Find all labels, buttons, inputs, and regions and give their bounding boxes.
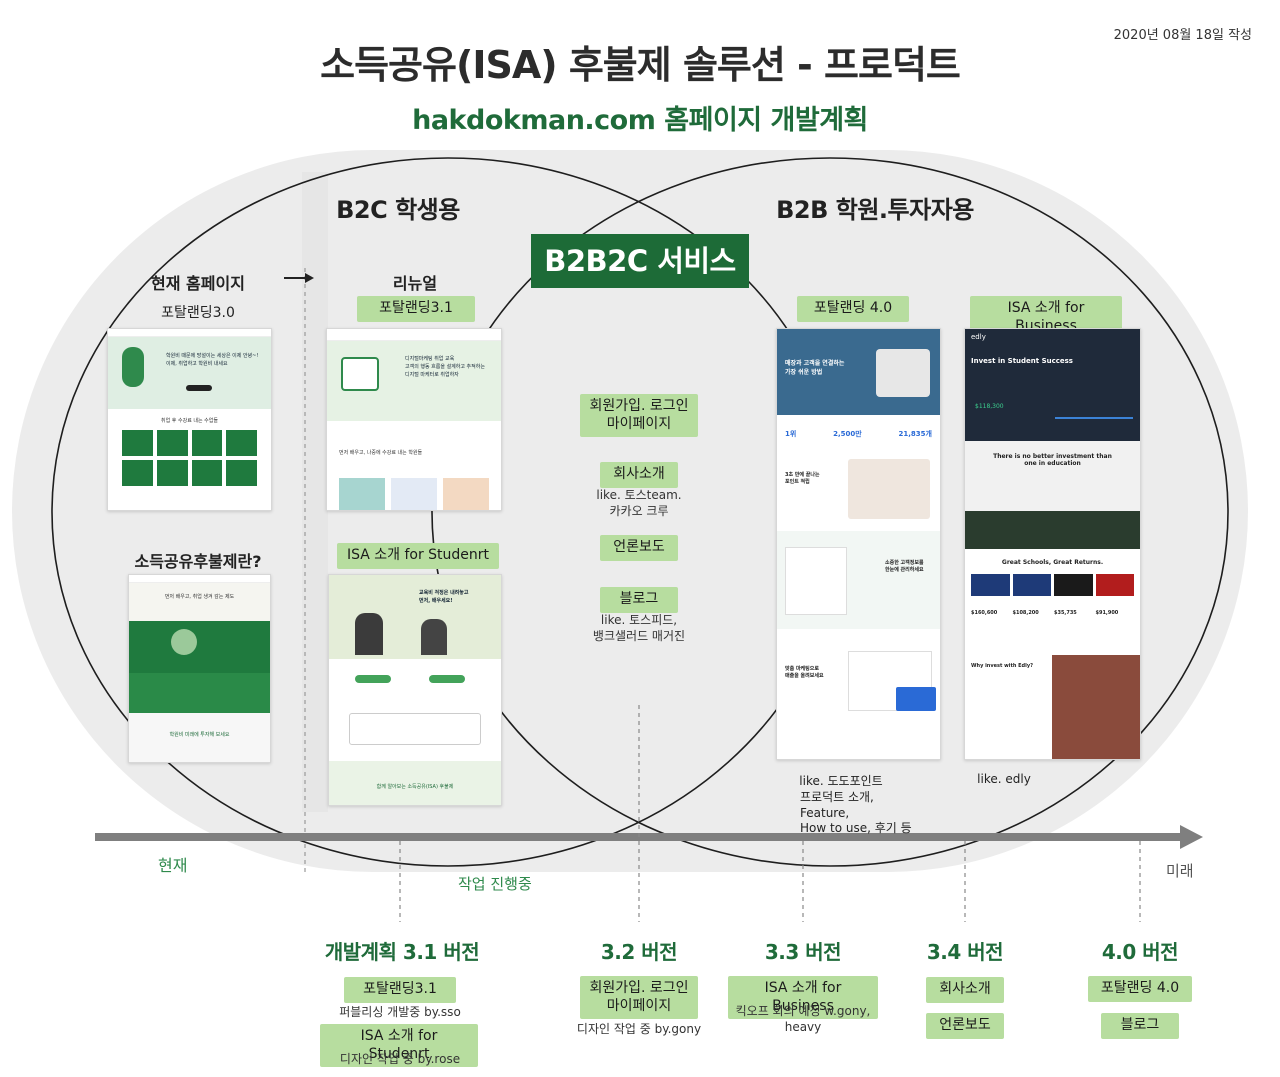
isa-question-screenshot: 먼저 배우고, 취업 생겨 갚는 제도 학원비 미래에 투자해 보세요 xyxy=(128,574,271,763)
current-area-shade xyxy=(302,172,328,812)
edly-stat: $118,300 xyxy=(975,403,1004,410)
timeline-arrow xyxy=(95,825,1203,849)
version-33-pill: ISA 소개 for Business xyxy=(728,976,878,1019)
isa-question-label: 소득공유후불제란? xyxy=(134,552,262,571)
isa-shot-headline: 교육비 걱정은 내려놓고 먼저, 배우세요! xyxy=(419,590,469,604)
edly-headline: Invest in Student Success xyxy=(971,357,1073,365)
dodo-note: like. 도도포인트 xyxy=(799,774,883,788)
company-pill: 회사소개 xyxy=(600,462,678,488)
current-homepage-screenshot: 학원비 때문에 망설이는 세상은 이제 안녕~! 이제, 취업하고 학원비 내세… xyxy=(107,328,272,511)
company-note: like. 토스team. 카카오 크루 xyxy=(596,488,682,518)
renewal-pill: 포탈랜딩3.1 xyxy=(357,296,475,322)
dodo-stat-1: 1위 xyxy=(785,430,797,438)
isa-student-screenshot: 교육비 걱정은 내려놓고 먼저, 배우세요! 함께 알아보는 소득공유(ISA)… xyxy=(328,574,502,806)
edly-mid: There is no better investment than one i… xyxy=(965,441,1140,511)
page-subtitle: hakdokman.com 홈페이지 개발계획 xyxy=(412,105,868,136)
edly-price-3: $35,735 xyxy=(1054,610,1077,616)
version-34-pill-1: 회사소개 xyxy=(926,977,1004,1003)
timeline-now: 현재 xyxy=(158,856,188,875)
isa-shot-footer: 함께 알아보는 소득공유(ISA) 후불제 xyxy=(329,761,501,805)
edly-price-1: $160,600 xyxy=(971,610,998,616)
dodo-desc: 프로덕트 소개, Feature, How to use, 후기 등 xyxy=(800,790,912,836)
edly-note: like. edly xyxy=(977,772,1031,786)
signup-pill: 회원가입. 로그인 마이페이지 xyxy=(580,394,698,437)
current-homepage-label: 현재 홈페이지 xyxy=(151,274,245,293)
renewal-label: 리뉴얼 xyxy=(392,274,438,293)
version-31-title: 개발계획 3.1 버전 xyxy=(324,940,480,964)
current-section-title: 취업 후 수강료 내는 수업들 xyxy=(161,418,218,424)
edly-why: Why invest with Edly? xyxy=(971,663,1033,669)
timeline-future: 미래 xyxy=(1166,862,1194,880)
renewal-headline: 디지털마케팅 취업 교육 고객의 행동 흐름을 설계하고 추적하는 디지털 마케… xyxy=(405,356,485,378)
section-b2b2c: B2B2C 서비스 xyxy=(531,234,749,288)
page-title: 소득공유(ISA) 후불제 솔루션 - 프로덕트 xyxy=(320,43,961,87)
version-40-title: 4.0 버전 xyxy=(1101,940,1179,964)
dodo-feature-1: 3초 만에 끝나는 포인트 적립 xyxy=(785,472,820,485)
version-32-note: 디자인 작업 중 by.gony xyxy=(576,1022,702,1036)
version-40-pill-1: 포탈랜딩 4.0 xyxy=(1088,976,1192,1002)
edly-price-2: $108,200 xyxy=(1012,610,1039,616)
press-pill: 언론보도 xyxy=(600,535,678,561)
section-b2b: B2B 학원.투자자용 xyxy=(776,196,974,224)
b2b-circle xyxy=(431,157,1229,867)
isa-student-pill: ISA 소개 for Studenrt xyxy=(337,543,499,569)
portal40-pill: 포탈랜딩 4.0 xyxy=(797,296,909,322)
version-31-pill-2: ISA 소개 for Studenrt xyxy=(320,1024,478,1067)
version-34-title: 3.4 버전 xyxy=(926,940,1004,964)
blog-note: like. 토스피드, 뱅크샐러드 매거진 xyxy=(592,613,686,643)
dodo-feature-3: 맞춤 마케팅으로 매출을 올려보세요 xyxy=(785,666,824,679)
current-homepage-version: 포탈랜딩3.0 xyxy=(161,305,235,321)
version-32-title: 3.2 버전 xyxy=(600,940,678,964)
version-32-pill: 회원가입. 로그인 마이페이지 xyxy=(580,976,698,1019)
dodo-headline: 매장과 고객을 연결하는 가장 쉬운 방법 xyxy=(785,360,845,376)
edly-price-4: $91,900 xyxy=(1095,610,1119,616)
version-40-pill-2: 블로그 xyxy=(1101,1013,1179,1039)
version-31-note-2: 디자인 작업 중 by.rose xyxy=(339,1052,461,1066)
version-33-title: 3.3 버전 xyxy=(764,940,842,964)
renewal-section-title: 먼저 배우고, 나중에 수강료 내는 학원들 xyxy=(339,450,423,456)
blog-pill: 블로그 xyxy=(600,587,678,613)
timeline-in-progress: 작업 진행중 xyxy=(458,875,532,893)
isa-q-headline: 먼저 배우고, 취업 생겨 갚는 제도 xyxy=(129,583,270,621)
dodo-stat-3: 21,835개 xyxy=(898,430,932,438)
section-b2c: B2C 학생용 xyxy=(336,196,460,224)
version-31-note-1: 퍼블리싱 개발중 by.sso xyxy=(339,1005,461,1019)
edly-schools: Great Schools, Great Returns. xyxy=(1001,559,1104,566)
current-headline: 학원비 때문에 망설이는 세상은 이제 안녕~! 이제, 취업하고 학원비 내세… xyxy=(166,353,259,367)
isa-q-footer: 학원비 미래에 투자해 보세요 xyxy=(129,713,270,762)
renewal-screenshot: 디지털마케팅 취업 교육 고객의 행동 흐름을 설계하고 추적하는 디지털 마케… xyxy=(326,328,502,511)
written-date: 2020년 08월 18일 작성 xyxy=(1113,28,1252,43)
dodo-stat-2: 2,500만 xyxy=(833,430,862,438)
edly-screenshot: edly Invest in Student Success $118,300 … xyxy=(964,328,1141,760)
dodo-feature-2: 소중한 고객정보를 한눈에 관리하세요 xyxy=(885,560,924,573)
version-33-note: 킥오프 회의 예정 w.gony, heavy xyxy=(735,1004,871,1034)
arrow-right-icon xyxy=(284,273,314,283)
version-31-pill-1: 포탈랜딩3.1 xyxy=(344,977,456,1003)
dodo-screenshot: 매장과 고객을 연결하는 가장 쉬운 방법 1위 2,500만 21,835개 … xyxy=(776,328,941,760)
version-34-pill-2: 언론보도 xyxy=(926,1013,1004,1039)
edly-brand: edly xyxy=(971,333,986,341)
